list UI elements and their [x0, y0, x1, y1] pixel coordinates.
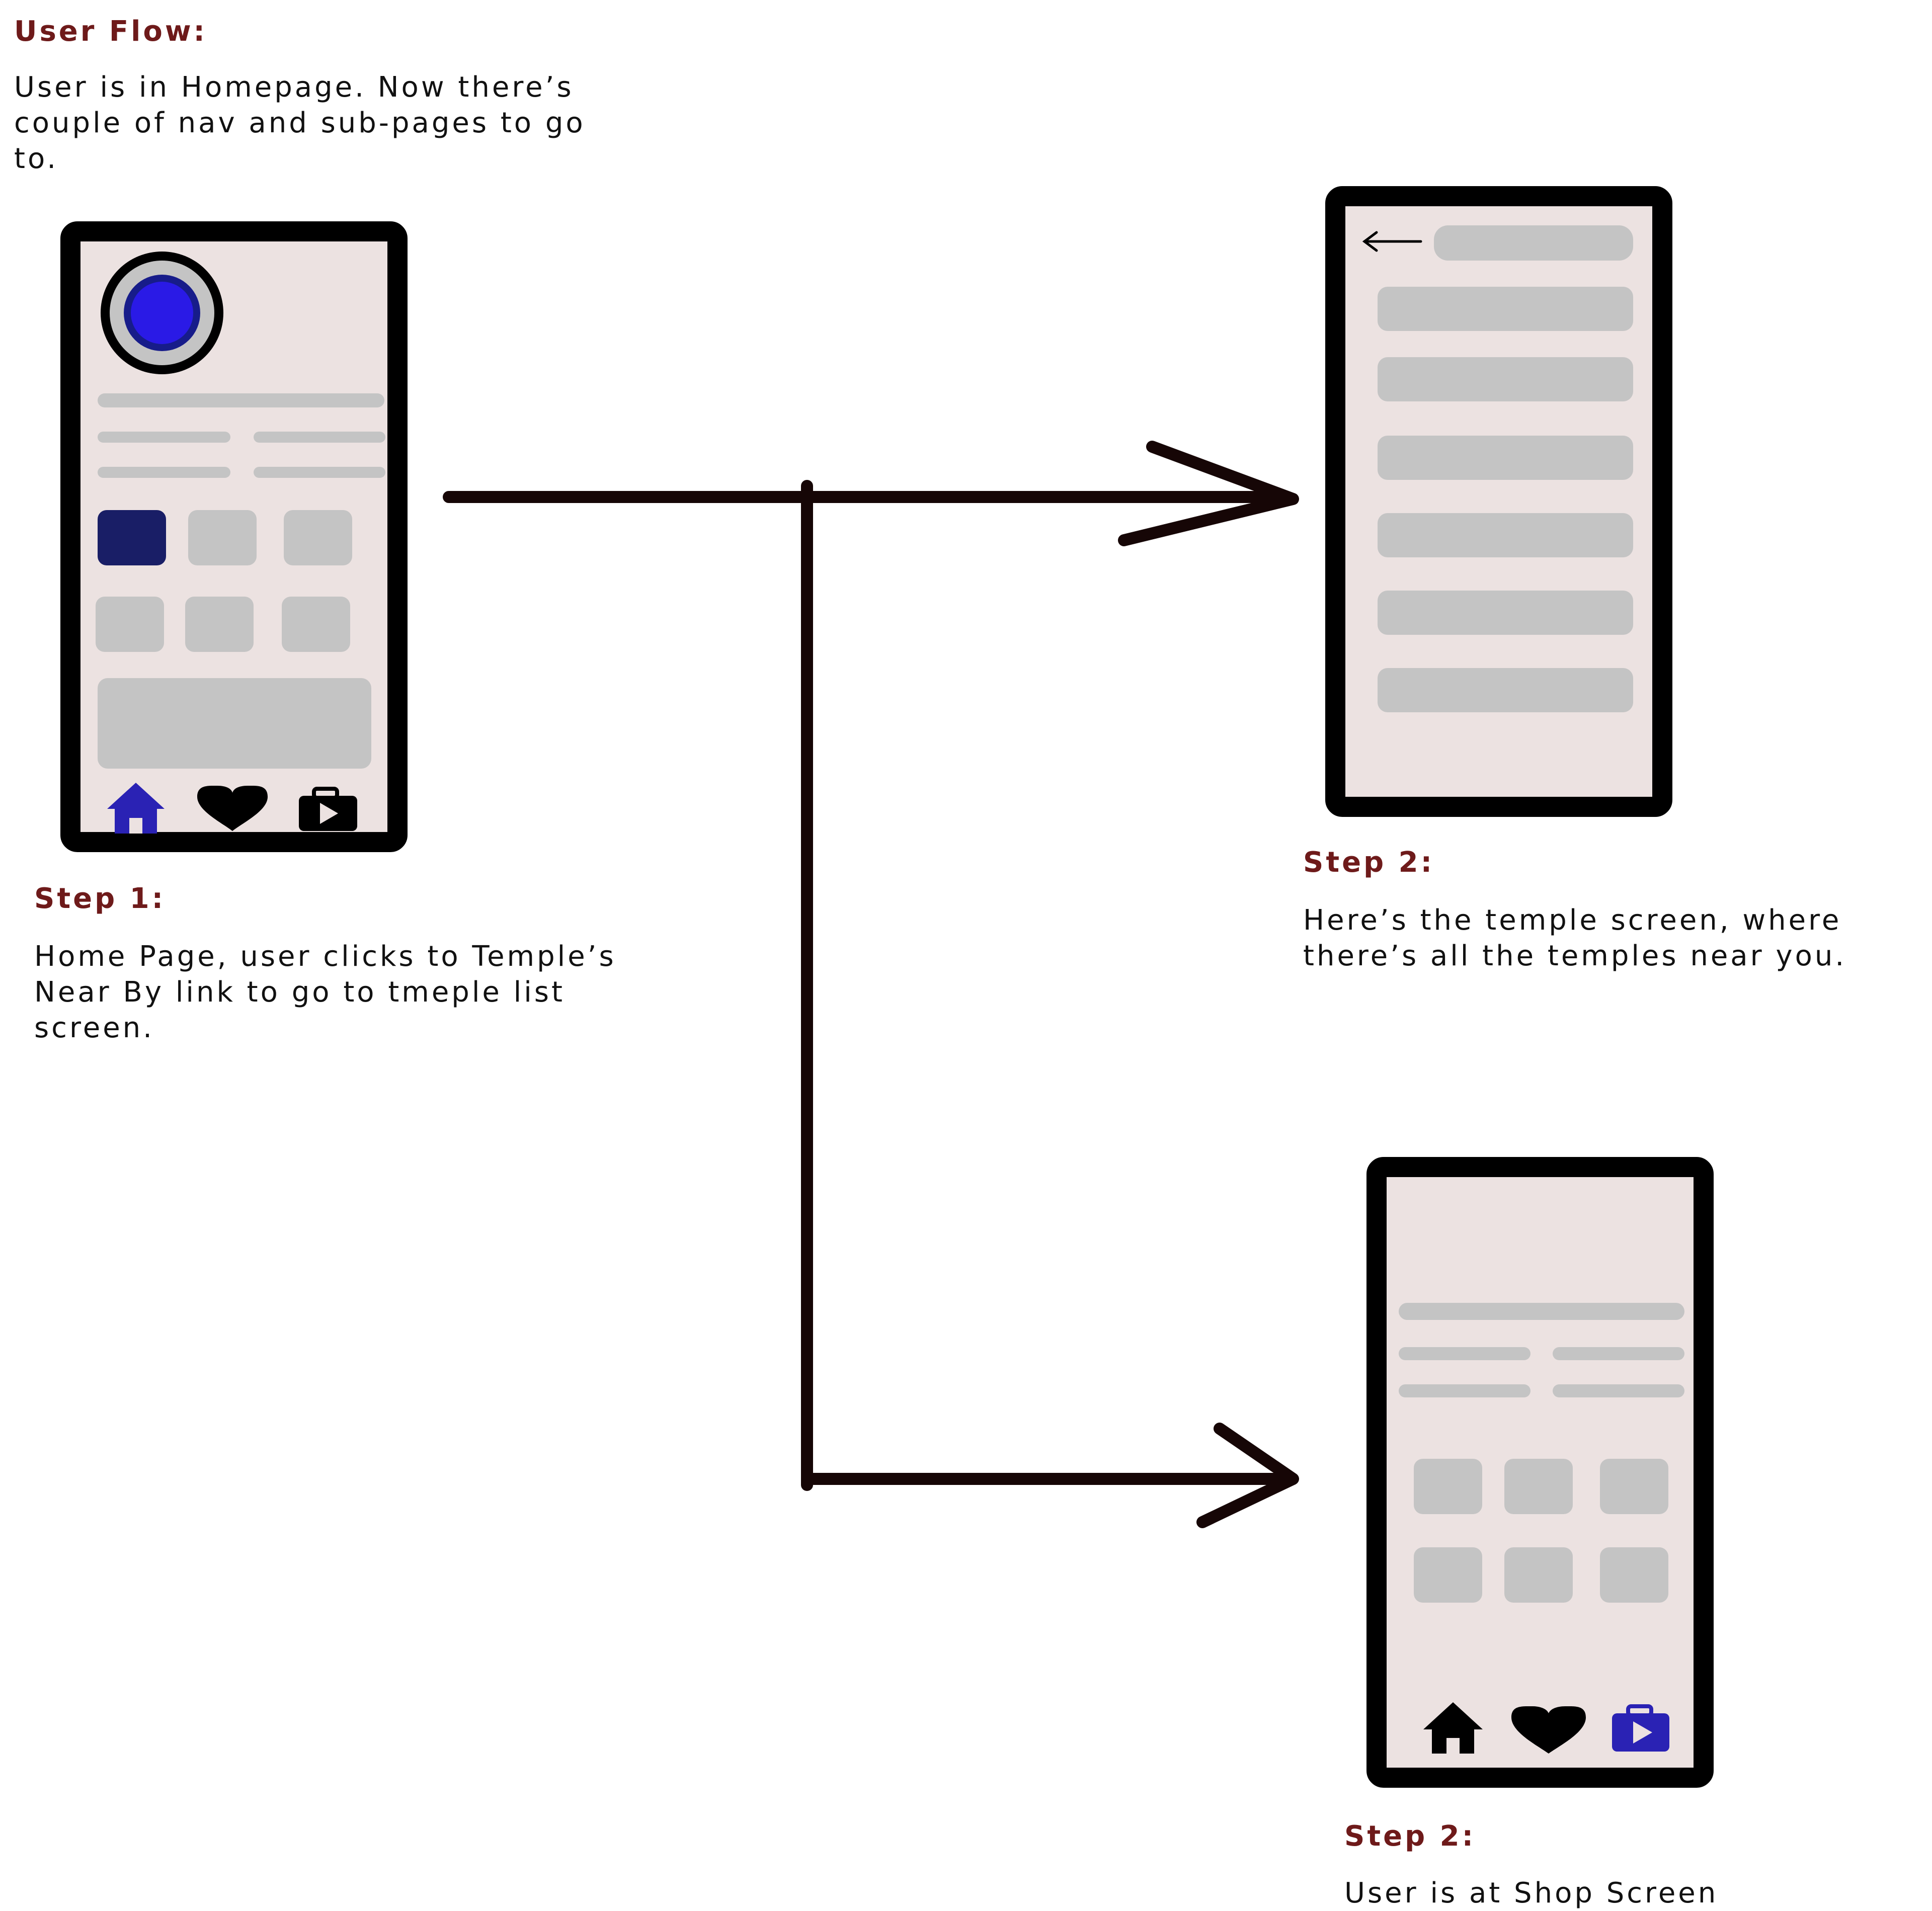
- shop-item-tile[interactable]: [1504, 1459, 1573, 1514]
- flow-connector: [443, 441, 1299, 1528]
- placeholder-text-line: [1553, 1347, 1684, 1360]
- phone-frame: [60, 221, 408, 852]
- phone-home-screen: [60, 221, 408, 852]
- heart-icon[interactable]: [1511, 1706, 1586, 1754]
- shop-item-tile[interactable]: [1504, 1547, 1573, 1603]
- phone-frame: [1366, 1157, 1714, 1788]
- step-3-label: Step 2:: [1344, 1820, 1476, 1853]
- temple-list-item[interactable]: [1378, 513, 1633, 557]
- temple-list-item[interactable]: [1378, 287, 1633, 331]
- banner-card[interactable]: [98, 678, 371, 769]
- back-arrow-icon[interactable]: [1362, 231, 1422, 252]
- phone-temple-list-screen: [1325, 186, 1672, 817]
- placeholder-title-line: [98, 393, 384, 407]
- placeholder-title-line: [1399, 1303, 1684, 1320]
- shop-bag-icon[interactable]: [299, 787, 357, 831]
- temple-list-item[interactable]: [1378, 591, 1633, 635]
- flow-description: User is in Homepage. Now there’s couple …: [14, 71, 586, 175]
- menu-tile[interactable]: [96, 597, 164, 652]
- step-2-description: Here’s the temple screen, where there’s …: [1303, 904, 1847, 972]
- placeholder-text-line: [1399, 1384, 1531, 1397]
- heart-icon[interactable]: [197, 785, 268, 831]
- shop-item-tile[interactable]: [1414, 1547, 1482, 1603]
- temple-list-item[interactable]: [1378, 357, 1633, 401]
- step-1-label: Step 1:: [34, 882, 166, 915]
- home-icon[interactable]: [107, 783, 165, 834]
- menu-tile[interactable]: [284, 510, 352, 565]
- arrowhead: [1196, 1423, 1299, 1528]
- phone-shop-screen: [1366, 1157, 1714, 1788]
- shop-item-tile[interactable]: [1600, 1459, 1668, 1514]
- step-1-description: Home Page, user clicks to Temple’s Near …: [34, 940, 616, 1044]
- step-3-description: User is at Shop Screen: [1344, 1877, 1719, 1909]
- temple-list-item[interactable]: [1378, 436, 1633, 480]
- phone-frame: [1325, 186, 1672, 817]
- arrowhead: [1118, 441, 1299, 546]
- home-icon[interactable]: [1423, 1702, 1483, 1754]
- placeholder-text-line: [254, 467, 385, 478]
- search-bar[interactable]: [1434, 225, 1633, 261]
- shop-bag-icon[interactable]: [1612, 1704, 1669, 1752]
- temples-near-by-tile-selected[interactable]: [98, 510, 166, 565]
- placeholder-text-line: [1553, 1384, 1684, 1397]
- shop-item-tile[interactable]: [1414, 1459, 1482, 1514]
- menu-tile[interactable]: [282, 597, 350, 652]
- shop-item-tile[interactable]: [1600, 1547, 1668, 1603]
- profile-avatar-icon[interactable]: [101, 252, 223, 374]
- menu-tile[interactable]: [188, 510, 257, 565]
- temple-list-item[interactable]: [1378, 668, 1633, 712]
- flow-title: User Flow:: [14, 15, 207, 48]
- menu-tile[interactable]: [185, 597, 254, 652]
- placeholder-text-line: [98, 432, 230, 443]
- placeholder-text-line: [98, 467, 230, 478]
- step-2-label: Step 2:: [1303, 846, 1435, 879]
- placeholder-text-line: [1399, 1347, 1531, 1360]
- placeholder-text-line: [254, 432, 385, 443]
